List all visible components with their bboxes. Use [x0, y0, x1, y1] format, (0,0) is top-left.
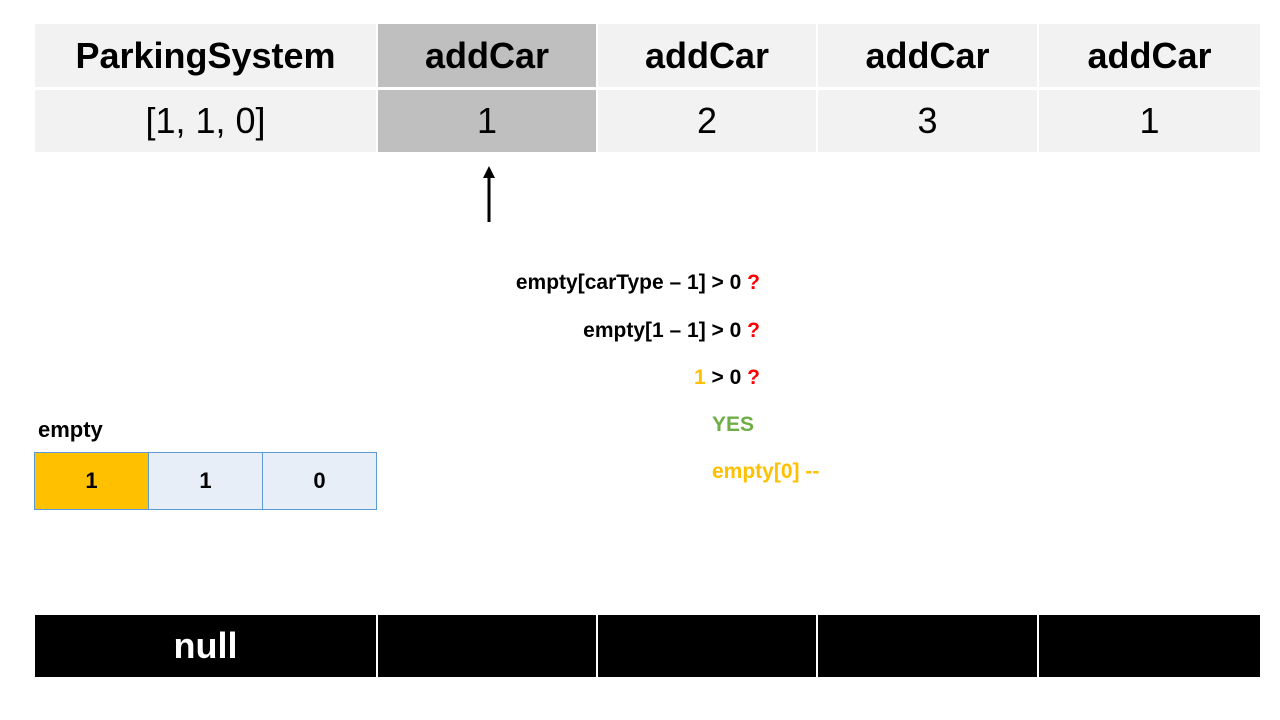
output-row: null	[35, 615, 1260, 677]
output-cell-1	[378, 615, 598, 677]
eval-step-value-rest: > 0	[705, 366, 748, 389]
eval-step-generic: empty[carType – 1] > 0 ?	[0, 270, 760, 296]
arg-cell-3: 3	[818, 90, 1039, 152]
question-mark: ?	[747, 319, 760, 342]
op-cell-0: ParkingSystem	[35, 24, 378, 90]
empty-cell-0: 1	[35, 453, 149, 509]
eval-result: YES	[712, 413, 755, 436]
arg-cell-0: [1, 1, 0]	[35, 90, 378, 152]
operations-table: ParkingSystem addCar addCar addCar addCa…	[35, 24, 1260, 152]
op-cell-3: addCar	[818, 24, 1039, 90]
eval-step-value-number: 1	[694, 366, 706, 389]
operations-row: ParkingSystem addCar addCar addCar addCa…	[35, 24, 1260, 90]
question-mark: ?	[747, 366, 760, 389]
question-mark: ?	[747, 271, 760, 294]
empty-array: 1 1 0	[34, 452, 377, 510]
arg-cell-4: 1	[1039, 90, 1260, 152]
empty-cell-1: 1	[149, 453, 263, 509]
eval-action: empty[0] --	[712, 460, 820, 483]
output-cell-4	[1039, 615, 1260, 677]
empty-cell-2: 0	[263, 453, 376, 509]
eval-step-substituted: empty[1 – 1] > 0 ?	[0, 318, 760, 344]
arg-cell-2: 2	[598, 90, 818, 152]
arg-cell-1: 1	[378, 90, 598, 152]
pointer-arrow-icon	[483, 166, 495, 222]
op-cell-4: addCar	[1039, 24, 1260, 90]
eval-step-generic-expr: empty[carType – 1] > 0	[515, 271, 748, 294]
eval-step-substituted-expr: empty[1 – 1] > 0	[583, 319, 748, 342]
output-cell-0: null	[35, 615, 378, 677]
op-cell-1: addCar	[378, 24, 598, 90]
output-cell-2	[598, 615, 818, 677]
eval-step-value: 1 > 0 ?	[0, 365, 760, 391]
empty-array-label: empty	[38, 417, 103, 442]
op-cell-2: addCar	[598, 24, 818, 90]
output-cell-3	[818, 615, 1039, 677]
arguments-row: [1, 1, 0] 1 2 3 1	[35, 90, 1260, 152]
